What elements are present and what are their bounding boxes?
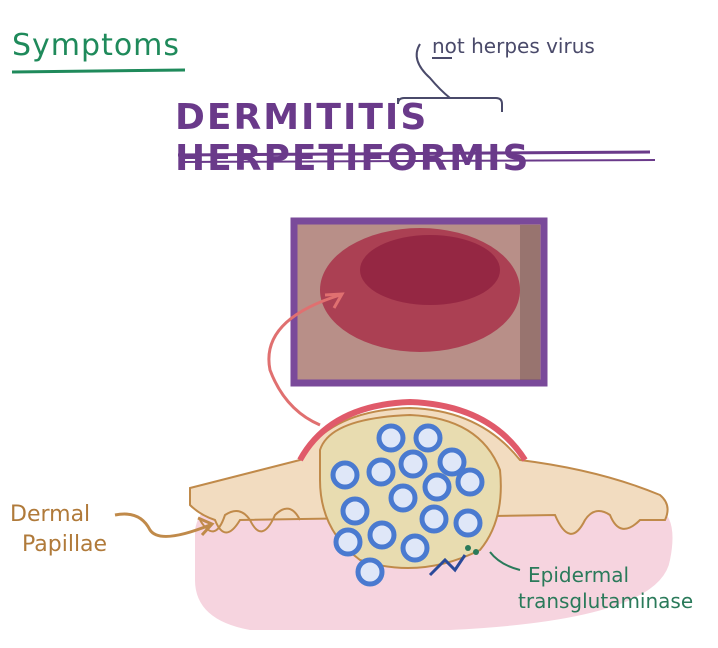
dermal-papillae-line2: Papillae	[22, 532, 108, 557]
dermal-papillae-label: Dermal Papillae	[10, 500, 107, 560]
cell	[376, 423, 406, 453]
heading-underline	[11, 68, 186, 74]
page-title: DERMITITIS HERPETIFORMIS	[175, 97, 531, 179]
rash-core	[360, 235, 500, 305]
molecule-dot	[465, 545, 471, 551]
papillae-arrowhead	[197, 516, 215, 537]
cell	[340, 496, 370, 526]
cell	[437, 447, 467, 477]
neutrophil-cells	[330, 423, 485, 587]
not-herpes-note: not herpes virus	[432, 34, 595, 58]
dermis-layer	[195, 504, 673, 630]
cell	[413, 423, 443, 453]
cell	[455, 467, 485, 497]
cell	[367, 520, 397, 550]
transglutaminase-line2: transglutaminase	[518, 589, 694, 613]
photo-to-blister-arrow	[267, 293, 341, 427]
symptoms-heading: Symptoms	[12, 28, 181, 63]
cell	[400, 533, 430, 563]
transglutaminase-arrow	[489, 551, 521, 571]
dermal-papillae-line1: Dermal	[10, 502, 91, 527]
note-bracket	[397, 43, 503, 112]
cell	[388, 483, 418, 513]
title-underline	[177, 150, 651, 157]
cell	[453, 508, 483, 538]
cell	[355, 557, 385, 587]
cell	[333, 527, 363, 557]
transglutaminase-molecule	[428, 554, 467, 577]
papillae-left	[199, 507, 301, 533]
cell	[422, 472, 452, 502]
photo-arrowhead	[324, 292, 345, 309]
photo-edge-shadow	[520, 225, 540, 380]
epidermis-surface	[297, 398, 528, 462]
molecule-dot	[473, 549, 479, 555]
title-underline-second	[179, 159, 656, 163]
transglutaminase-line1: Epidermal	[528, 563, 630, 587]
papillae-arrow	[114, 512, 211, 538]
cell	[398, 449, 428, 479]
cell	[366, 457, 396, 487]
cell	[330, 460, 360, 490]
transglutaminase-label: Epidermal transglutaminase	[518, 562, 693, 614]
cell	[419, 504, 449, 534]
